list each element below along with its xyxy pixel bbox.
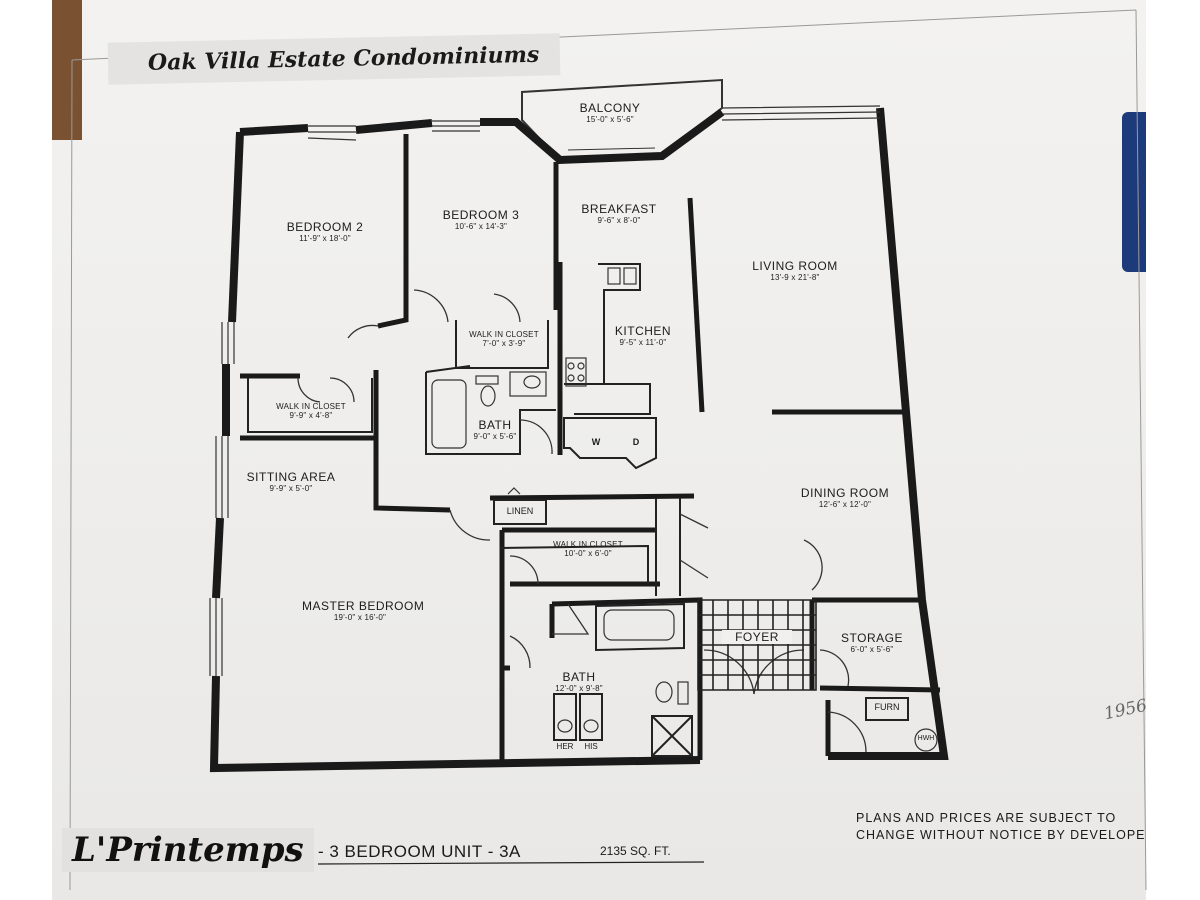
thin-walls (247, 263, 909, 757)
disclaimer-line-2: CHANGE WITHOUT NOTICE BY DEVELOPE (856, 828, 1146, 842)
bedroom3-label: BEDROOM 3 10'-6" x 14'-3" (442, 208, 520, 231)
walkin-closet-master-label: WALK IN CLOSET 10'-0" x 6'-0" (553, 540, 623, 558)
walkin-closet-bed3-label: WALK IN CLOSET 7'-0" x 3'-9" (469, 330, 539, 348)
bath-master-label: BATH 12'-0" x 9'-8" (555, 670, 603, 693)
her-sink-label: HER (556, 742, 574, 751)
sitting-area-label: SITTING AREA 9'-9" x 5'-0" (246, 470, 336, 493)
window-marks (209, 105, 881, 676)
table-edge (52, 0, 82, 140)
disclaimer: PLANS AND PRICES ARE SUBJECT TO CHANGE W… (856, 810, 1146, 844)
bedroom2-label: BEDROOM 2 11'-9" x 18'-0" (286, 220, 364, 243)
unit-label: - 3 BEDROOM UNIT - 3A (318, 842, 521, 861)
blueprint-sheet (52, 0, 1146, 900)
storage-label: STORAGE 6'-0" x 5'-6" (841, 631, 903, 654)
water-heater-label: HWH (917, 735, 935, 742)
disclaimer-line-1: PLANS AND PRICES ARE SUBJECT TO (856, 811, 1117, 825)
breakfast-label: BREAKFAST 9'-6" x 8'-0" (581, 202, 657, 225)
living-room-label: LIVING ROOM 13'-9 x 21'-8" (752, 259, 838, 282)
washer-label: W (591, 437, 601, 447)
master-bedroom-label: MASTER BEDROOM 19'-0" x 16'-0" (302, 599, 425, 622)
dining-room-label: DINING ROOM 12'-6" x 12'-0" (800, 486, 890, 509)
dryer-label: D (632, 437, 640, 447)
balcony-label: BALCONY 15'-0" x 5'-6" (579, 101, 641, 124)
walkin-closet-bed2-label: WALK IN CLOSET 9'-9" x 4'-8" (276, 402, 346, 420)
furnace-label: FURN (874, 702, 900, 712)
foyer-label: FOYER (722, 630, 792, 644)
his-sink-label: HIS (584, 742, 598, 751)
linen-label: LINEN (506, 506, 534, 516)
blue-object (1122, 112, 1146, 272)
square-footage: 2135 SQ. FT. (600, 844, 671, 858)
kitchen-label: KITCHEN 9'-5" x 11'-0" (614, 324, 672, 347)
balcony-rail (567, 147, 656, 151)
fixtures (431, 267, 938, 752)
plan-name: L'Printemps (62, 828, 314, 872)
bath-hall-label: BATH 9'-0" x 5'-6" (473, 418, 517, 441)
